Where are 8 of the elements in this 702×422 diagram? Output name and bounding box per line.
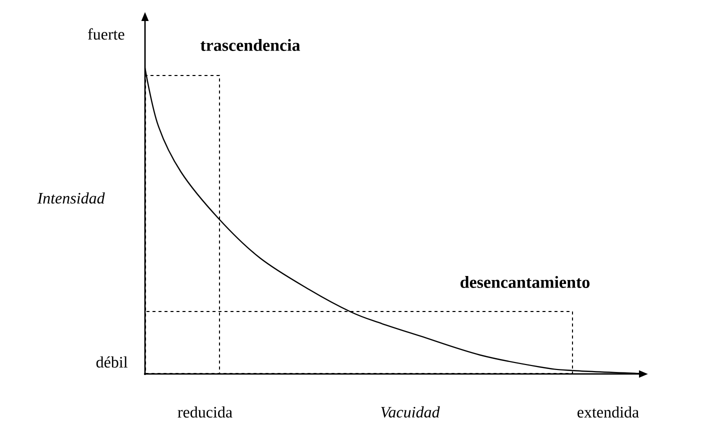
axis-label: débil (96, 356, 128, 368)
axis-label: fuerte (88, 28, 124, 40)
axis-label: reducida (178, 406, 232, 418)
box-heading: trascendencia (200, 39, 300, 51)
axis-title: Vacuidad (381, 406, 440, 418)
axis-label: extendida (578, 406, 639, 418)
axis-title: Intensidad (37, 192, 105, 204)
box-heading: desencantamiento (460, 276, 590, 288)
